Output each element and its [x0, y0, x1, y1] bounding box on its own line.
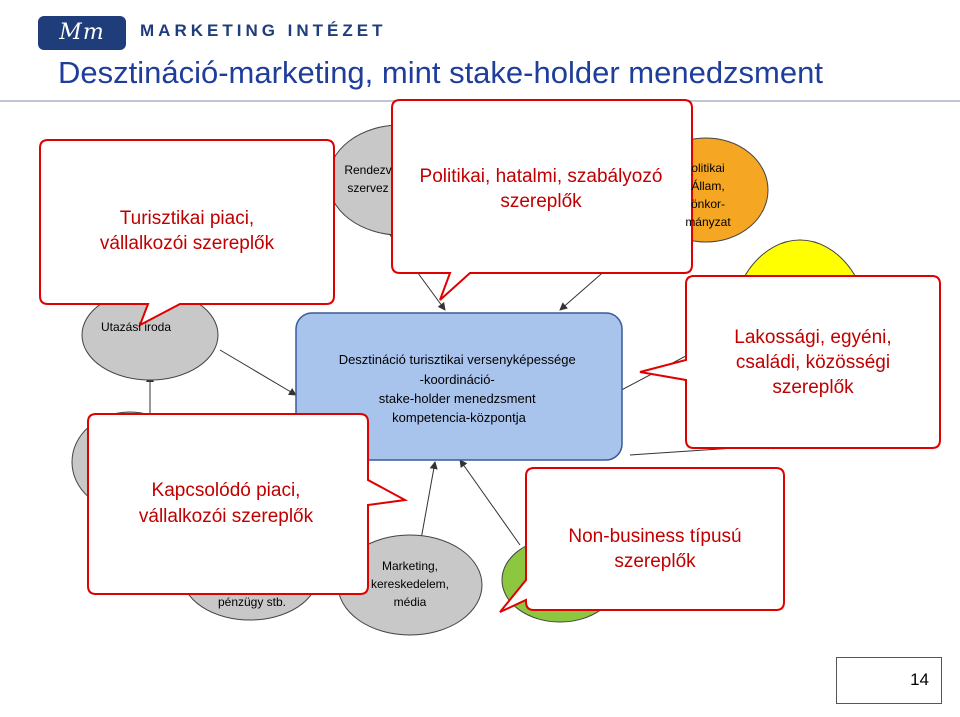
callout-lakossagi-line-1: Lakossági, egyéni, [734, 327, 891, 348]
label-politikai-3: önkor- [691, 197, 725, 211]
label-rendezveny-2: szervez [347, 181, 388, 195]
center-box [295, 312, 623, 461]
label-marketing-2: kereskedelem, [371, 577, 449, 591]
label-marketing-1: Marketing, [382, 559, 438, 573]
callout-politikai [391, 99, 693, 301]
callout-nonbusiness [499, 467, 785, 613]
callout-turisztikai [39, 139, 335, 328]
callout-bubble [639, 275, 941, 449]
slide-number: 14 [910, 670, 929, 689]
center-line-1: Desztináció turisztikai versenyképessége [339, 352, 576, 367]
callout-lakossagi-line-3: szereplők [772, 377, 854, 398]
connector-line [419, 461, 438, 546]
callout-bubble [39, 139, 335, 328]
callout-kapcsolodo [87, 413, 409, 595]
callout-nonbusiness-line-2: szereplők [614, 551, 696, 572]
callout-turisztikai-line-1: Turisztikai piaci, [120, 208, 254, 229]
connector-line [459, 459, 521, 546]
label-utazasi-iroda: Utazási iroda [101, 320, 171, 334]
callout-kapcsolodo-line-2: vállalkozói szereplők [139, 506, 314, 527]
callout-bubble [391, 99, 693, 301]
logo-text: MARKETING INTÉZET [140, 21, 387, 40]
logo: Mm MARKETING INTÉZET [30, 12, 400, 50]
label-marketing-3: média [394, 595, 427, 609]
slide-number-box: 14 [836, 657, 942, 704]
label-politikai-4: mányzat [685, 215, 731, 229]
center-line-3: stake-holder menedzsment [379, 391, 536, 406]
label-rendezveny-1: Rendezv [344, 163, 391, 177]
callout-kapcsolodo-line-1: Kapcsolódó piaci, [152, 480, 301, 501]
callout-lakossagi-line-2: családi, közösségi [736, 352, 890, 373]
callout-politikai-line-1: Politikai, hatalmi, szabályozó [420, 166, 663, 187]
center-line-4: kompetencia-központja [392, 410, 526, 425]
page-title: Desztináció-marketing, mint stake-holder… [58, 55, 823, 90]
center-line-2: -koordináció- [420, 372, 495, 387]
callout-nonbusiness-line-1: Non-business típusú [568, 526, 741, 547]
logo-mark: Mm [38, 16, 126, 50]
callout-turisztikai-line-2: vállalkozói szereplők [100, 233, 275, 254]
connector-line [219, 349, 297, 396]
callout-bubble [87, 413, 409, 595]
label-politikai-2: Állam, [691, 178, 724, 193]
callout-lakossagi [639, 275, 941, 449]
label-politikai-1: olitikai [691, 161, 724, 175]
callout-bubble [499, 467, 785, 613]
label-penzugy: pénzügy stb. [218, 595, 286, 609]
center-label: Desztináció turisztikai versenyképessége… [339, 352, 580, 425]
callout-politikai-line-2: szereplők [500, 191, 582, 212]
